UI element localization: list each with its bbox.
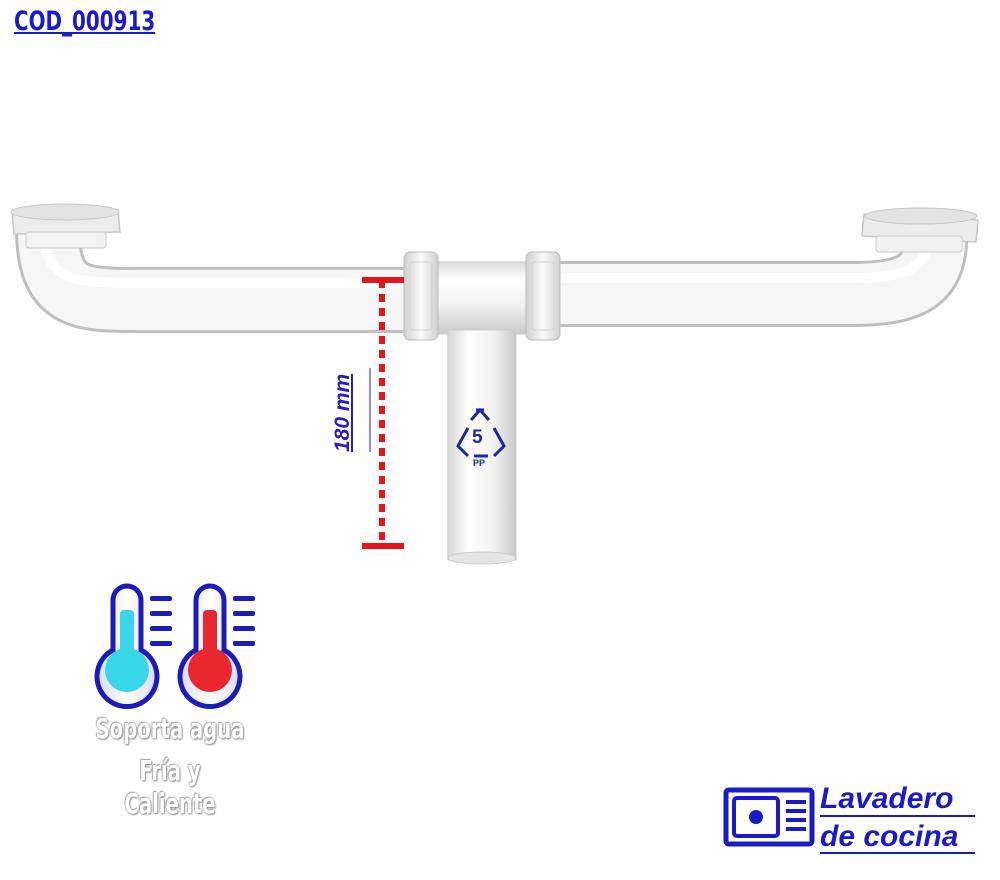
recycle-icon bbox=[456, 407, 506, 458]
dimension-label: 180 mm bbox=[331, 373, 354, 452]
dimension-marker bbox=[362, 277, 404, 549]
category-underline-2 bbox=[820, 852, 975, 854]
recycle-material: PP bbox=[473, 458, 486, 468]
feature-line-1: Soporta agua bbox=[95, 712, 245, 745]
category-line-1: Lavadero bbox=[820, 782, 954, 815]
recycle-number: 5 bbox=[472, 427, 483, 448]
category-underline-1 bbox=[820, 815, 975, 817]
drain-pipe bbox=[10, 203, 979, 565]
sink-icon bbox=[723, 787, 815, 847]
thermometer-cold-icon bbox=[94, 583, 172, 709]
thermometer-hot-icon bbox=[177, 583, 255, 709]
category-line-2: de cocina bbox=[820, 820, 959, 853]
feature-line-2: Fría y Caliente bbox=[124, 754, 216, 820]
product-code: COD_000913 bbox=[14, 6, 156, 37]
